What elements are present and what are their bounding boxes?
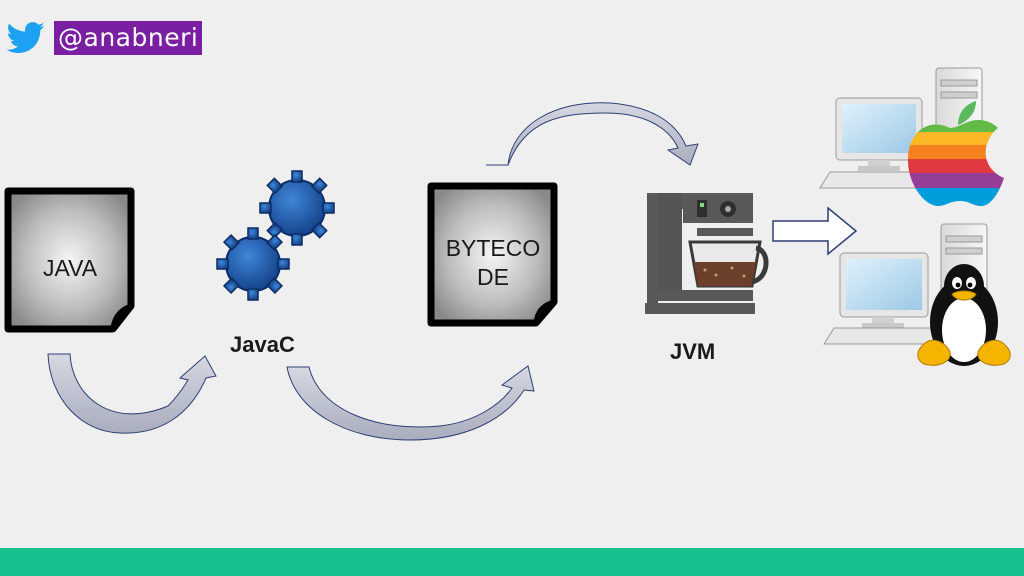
java-source-file-icon (4, 187, 135, 333)
jvm-coffee-maker-icon (645, 193, 769, 314)
arrow-jvm-to-platforms (772, 206, 858, 256)
twitter-bird-icon (6, 22, 45, 54)
bytecode-file-icon (427, 182, 558, 327)
java-compilation-diagram (4, 67, 1011, 441)
apple-logo-icon (908, 101, 1004, 206)
bytecode-file-label: BYTECO DE (434, 234, 552, 292)
arrow-bytecode-to-jvm (486, 102, 699, 166)
gears-icon (216, 170, 335, 301)
linux-tux-icon (917, 264, 1011, 366)
footer-accent-bar (0, 548, 1024, 576)
javac-label: JavaC (230, 332, 295, 357)
arrow-java-to-javac (47, 353, 217, 434)
jvm-label: JVM (670, 339, 716, 364)
bytecode-label-line2: DE (477, 264, 509, 290)
arrow-javac-to-bytecode (286, 365, 535, 441)
twitter-handle[interactable]: @anabneri (54, 21, 203, 55)
java-file-label: JAVA (42, 255, 98, 281)
bytecode-label-line1: BYTECO (445, 235, 541, 261)
